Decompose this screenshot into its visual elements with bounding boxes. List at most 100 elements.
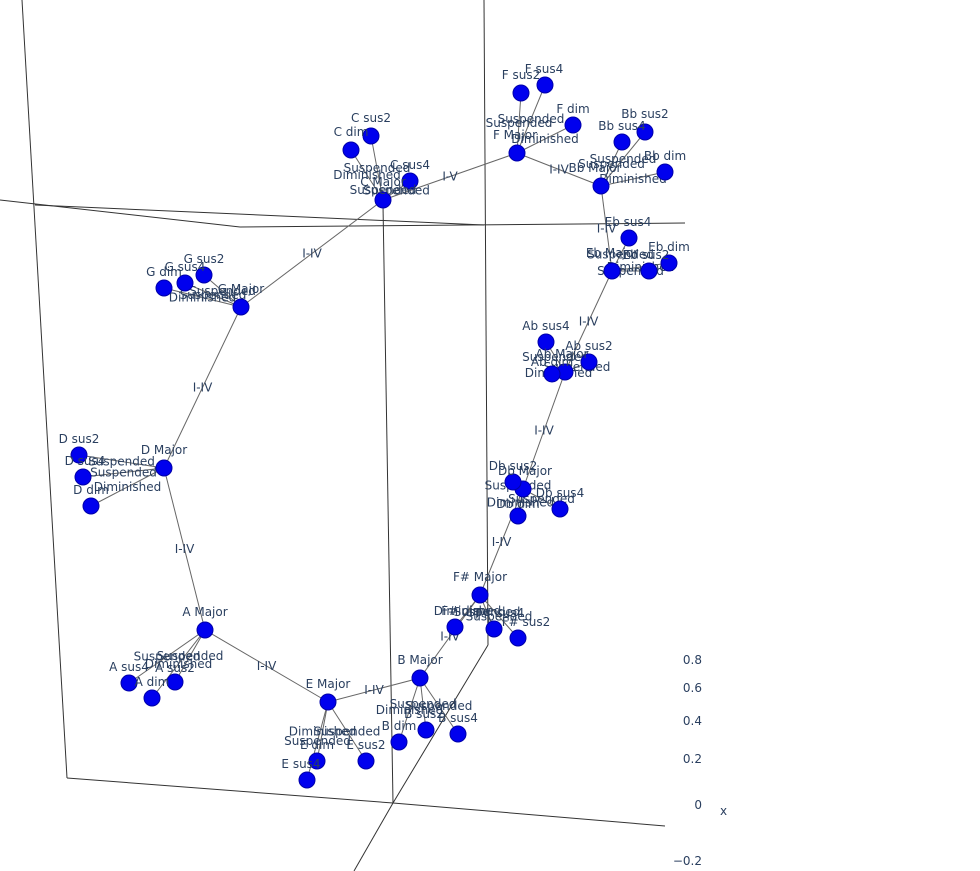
- chord-node-label: A Major: [182, 605, 227, 619]
- chord-node[interactable]: [74, 468, 92, 486]
- edge-suspended: [184, 282, 242, 308]
- chord-node[interactable]: [620, 229, 638, 247]
- chord-node[interactable]: [308, 752, 326, 770]
- chord-node[interactable]: [509, 629, 527, 647]
- chord-node[interactable]: [390, 733, 408, 751]
- chord-node[interactable]: [509, 507, 527, 525]
- edge-suspended: [419, 677, 427, 731]
- chord-node[interactable]: [195, 266, 213, 284]
- chord-node[interactable]: [536, 76, 554, 94]
- chord-node-label: B sus2: [404, 707, 444, 721]
- chord-node[interactable]: [537, 333, 555, 351]
- edge-label-suspended: Suspended: [88, 455, 155, 469]
- edge-suspended: [306, 701, 329, 781]
- chord-node[interactable]: [603, 262, 621, 280]
- chord-node-label: Ab sus2: [565, 339, 612, 353]
- frame-line: [392, 644, 489, 804]
- chord-node-label: Bb Major: [569, 161, 622, 175]
- edge-label-fourth: I-IV: [492, 535, 512, 549]
- edge-diminished: [516, 124, 574, 154]
- chord-node-label: E Major: [306, 677, 351, 691]
- edge-label-suspended: Suspended: [189, 284, 256, 298]
- edge-label-fourth: I-IV: [302, 247, 322, 261]
- edge-diminished: [316, 701, 329, 762]
- edge-label-fourth: I-IV: [597, 222, 617, 236]
- edge-suspended: [600, 131, 646, 187]
- chord-node[interactable]: [70, 446, 88, 464]
- chord-node[interactable]: [471, 586, 489, 604]
- chord-node[interactable]: [232, 298, 250, 316]
- edge-fourth: [522, 371, 566, 490]
- frame-line: [34, 204, 485, 226]
- chord-node-label: Eb Major: [586, 246, 638, 260]
- chord-node[interactable]: [504, 473, 522, 491]
- edge-label-diminished: Diminished: [333, 168, 400, 182]
- chord-node-label: Db dim: [496, 497, 539, 511]
- chord-node-label: G sus2: [184, 252, 225, 266]
- chord-node[interactable]: [176, 274, 194, 292]
- chord-node[interactable]: [155, 459, 173, 477]
- chord-node[interactable]: [636, 123, 654, 141]
- chord-node[interactable]: [640, 262, 658, 280]
- edge-label-suspended: Suspended: [406, 699, 473, 713]
- chord-node[interactable]: [411, 669, 429, 687]
- chord-node-label: Db sus4: [536, 486, 584, 500]
- chord-node[interactable]: [319, 693, 337, 711]
- chord-node[interactable]: [298, 771, 316, 789]
- edge-label-diminished: Diminished: [434, 604, 501, 618]
- edge-label-suspended: Suspended: [454, 605, 521, 619]
- chord-node[interactable]: [613, 133, 631, 151]
- frame-line: [21, 0, 68, 779]
- chord-node[interactable]: [362, 127, 380, 145]
- chord-node[interactable]: [446, 618, 464, 636]
- chord-node[interactable]: [508, 144, 526, 162]
- chord-node[interactable]: [357, 752, 375, 770]
- chord-node-label: Bb dim: [644, 149, 686, 163]
- chord-node[interactable]: [417, 721, 435, 739]
- edge-suspended: [419, 677, 459, 735]
- chord-node-label: F# sus4: [476, 606, 525, 620]
- edge-label-suspended: Suspended: [522, 350, 589, 364]
- frame-line: [239, 222, 686, 228]
- chord-node[interactable]: [660, 254, 678, 272]
- edge-suspended: [327, 701, 367, 762]
- chord-node-label: G dim: [146, 265, 182, 279]
- chord-node[interactable]: [166, 673, 184, 691]
- chord-node[interactable]: [120, 674, 138, 692]
- edge-diminished: [151, 629, 206, 699]
- chord-node[interactable]: [196, 621, 214, 639]
- edge-fifth: [382, 152, 518, 201]
- chord-node[interactable]: [564, 116, 582, 134]
- edge-suspended: [128, 629, 206, 684]
- edge-label-diminished: Diminished: [599, 172, 666, 186]
- chord-node-label: A sus4: [109, 660, 149, 674]
- chord-node[interactable]: [580, 353, 598, 371]
- chord-node[interactable]: [656, 163, 674, 181]
- chord-node-label: B Major: [397, 653, 442, 667]
- chord-node[interactable]: [82, 497, 100, 515]
- chord-node[interactable]: [551, 500, 569, 518]
- edge-diminished: [90, 467, 165, 507]
- chord-node-label: E sus4: [281, 757, 320, 771]
- edge-label-fourth: I-IV: [549, 163, 569, 177]
- chord-node[interactable]: [543, 365, 561, 383]
- chord-node[interactable]: [485, 620, 503, 638]
- edge-fourth: [240, 199, 384, 308]
- chord-node[interactable]: [512, 84, 530, 102]
- frame-line: [392, 802, 666, 827]
- chord-node[interactable]: [374, 191, 392, 209]
- chord-node[interactable]: [342, 141, 360, 159]
- edge-label-suspended: Suspended: [90, 466, 157, 480]
- frame-line: [353, 802, 394, 871]
- chord-node[interactable]: [155, 279, 173, 297]
- chord-node-label: D dim: [73, 483, 109, 497]
- chord-node[interactable]: [592, 177, 610, 195]
- x-axis-tick-label: 0.2: [683, 752, 702, 766]
- chord-node[interactable]: [449, 725, 467, 743]
- edge-fourth: [479, 488, 524, 596]
- chord-node[interactable]: [143, 689, 161, 707]
- chord-node[interactable]: [401, 172, 419, 190]
- chord-node-label: C Major: [360, 175, 406, 189]
- chord-node-label: Bb sus2: [621, 107, 668, 121]
